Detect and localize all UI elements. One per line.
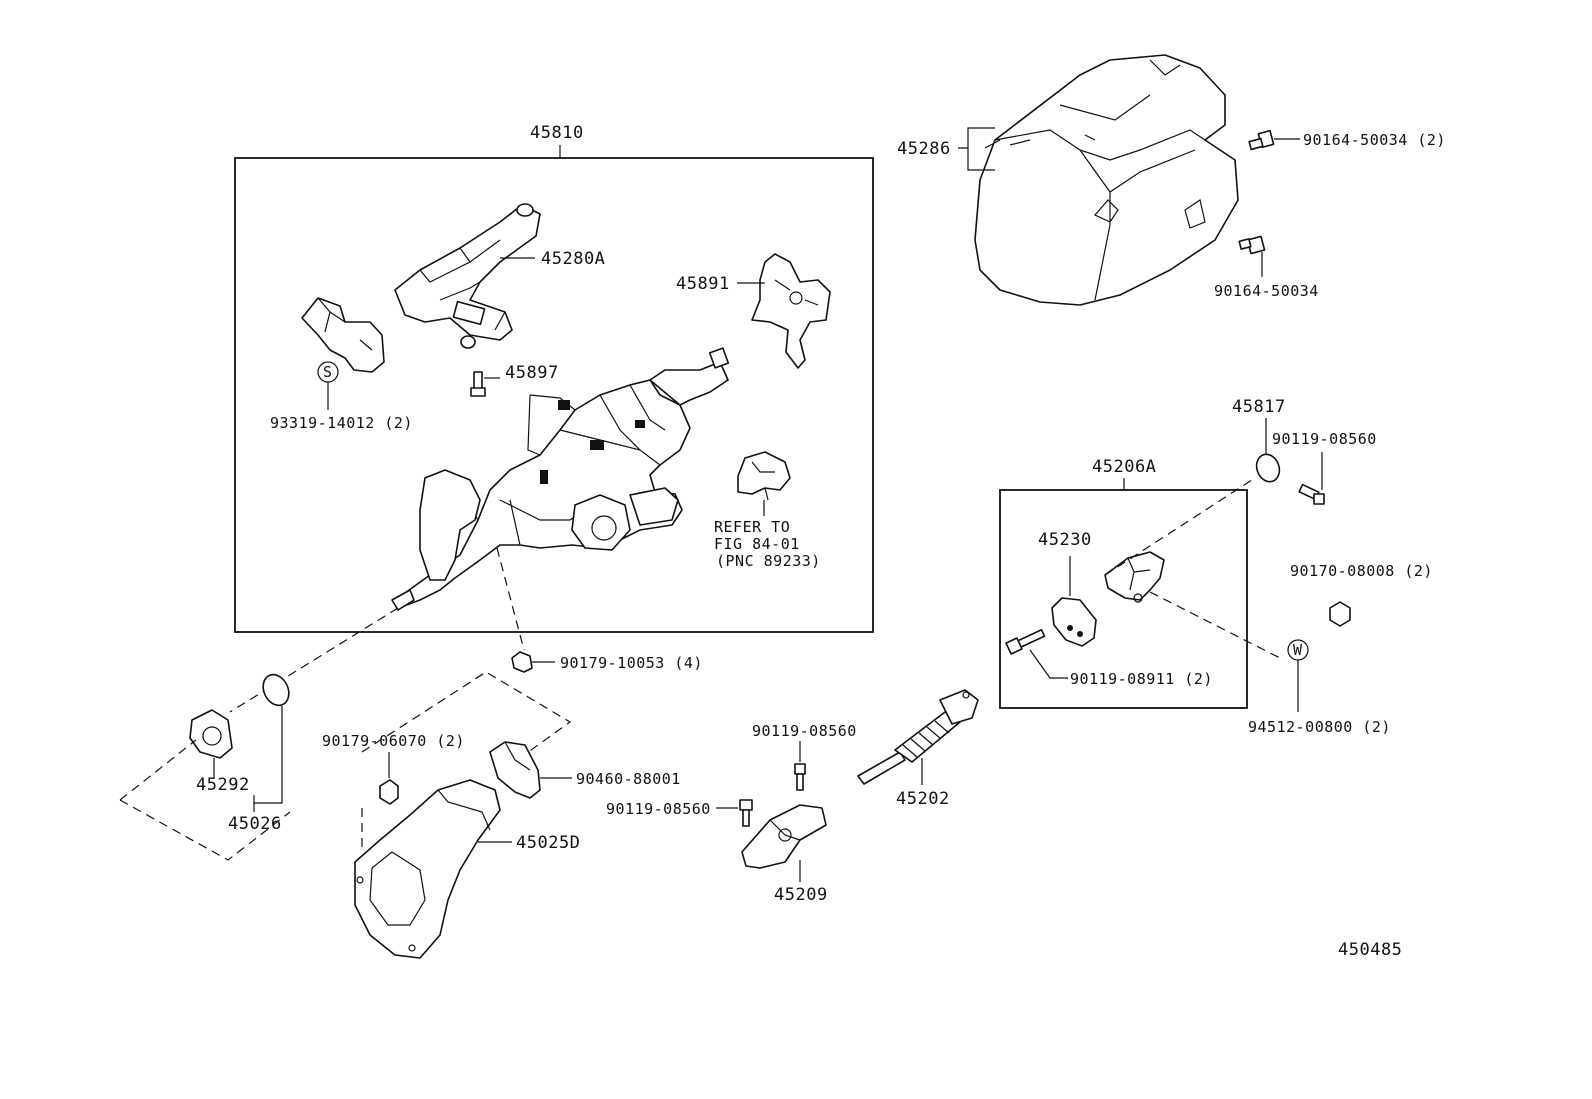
label-90119-08560-mid: 90119-08560 (752, 722, 857, 740)
boot-part-45025D[interactable] (354, 779, 501, 959)
washer-part-45817[interactable] (1253, 451, 1283, 485)
label-90119-08560-top: 90119-08560 (1272, 430, 1377, 448)
label-94512-00800: 94512-00800 (2) (1248, 718, 1391, 736)
nut-part-90179-06070[interactable] (379, 779, 399, 805)
label-90119-08911: 90119-08911 (2) (1070, 670, 1213, 688)
label-90164-50034-2: 90164-50034 (2) (1303, 131, 1446, 149)
label-90179-10053: 90179-10053 (4) (560, 654, 703, 672)
label-90164-50034: 90164-50034 (1214, 282, 1319, 300)
label-45286: 45286 (897, 139, 951, 159)
label-45209: 45209 (774, 885, 828, 905)
label-45292: 45292 (196, 775, 250, 795)
label-93319-14012: 93319-14012 (2) (270, 414, 413, 432)
bolt-part-90119-08560-top[interactable] (1298, 483, 1325, 505)
column-assembly-group: 45810 45280A S 93319-14012 (2) 45897 (234, 123, 874, 633)
nut-part-90170-08008[interactable] (1329, 601, 1351, 627)
label-45026: 45026 (228, 814, 282, 834)
column-assembly-box (234, 157, 874, 633)
bolt-part-90119-08560-left[interactable] (739, 799, 753, 827)
label-45897: 45897 (505, 363, 559, 383)
label-45280A: 45280A (541, 249, 605, 269)
label-90460-88001: 90460-88001 (576, 770, 681, 788)
label-45202: 45202 (896, 789, 950, 809)
label-90119-08560-left: 90119-08560 (606, 800, 711, 818)
column-cover-group: 45286 90164-50034 (2) 90164-50034 (897, 54, 1446, 306)
label-45817: 45817 (1232, 397, 1286, 417)
intermediate-shaft-group: 45206A 45230 90119-08911 (2) (999, 457, 1248, 709)
universal-joint-part[interactable] (1104, 551, 1165, 603)
bearing-part-45292[interactable] (189, 709, 233, 759)
w-mark-letter: W (1293, 641, 1303, 659)
label-90170-08008: 90170-08008 (2) (1290, 562, 1433, 580)
yoke-part-45209[interactable] (741, 804, 827, 869)
clamp-part-90460-88001[interactable] (489, 741, 541, 799)
label-45891: 45891 (676, 274, 730, 294)
bolt-part-90119-08911[interactable] (1005, 628, 1046, 655)
figure-code: 450485 (1338, 940, 1402, 960)
switch-part-89233[interactable] (737, 451, 791, 501)
clip-part-93319[interactable] (301, 297, 385, 373)
steering-shaft-part-45202[interactable] (857, 689, 979, 785)
cover-screw-top[interactable] (1248, 129, 1275, 151)
bolt-part-90119-08560-mid[interactable] (794, 763, 806, 791)
cover-screw-bottom[interactable] (1238, 235, 1266, 255)
bracket-part-45891[interactable] (751, 253, 831, 369)
label-45810: 45810 (530, 123, 584, 143)
label-90179-06070: 90179-06070 (2) (322, 732, 465, 750)
label-45206A: 45206A (1092, 457, 1156, 477)
column-cover-part[interactable] (974, 54, 1239, 306)
refer-note-line1: REFER TO (714, 518, 790, 536)
screw-part-45897[interactable] (470, 371, 486, 397)
steering-column-main-part[interactable] (391, 347, 730, 611)
refer-note-line2: FIG 84-01 (714, 535, 800, 553)
label-45025D: 45025D (516, 833, 580, 853)
nut-part-90179-10053[interactable] (511, 651, 533, 673)
coupling-part-45230[interactable] (1051, 597, 1097, 647)
s-mark-letter: S (323, 363, 333, 381)
label-45230: 45230 (1038, 530, 1092, 550)
key-cylinder-housing-part[interactable] (394, 203, 541, 349)
washer-part-45026[interactable] (258, 670, 293, 709)
refer-note-line3: (PNC 89233) (716, 552, 821, 570)
